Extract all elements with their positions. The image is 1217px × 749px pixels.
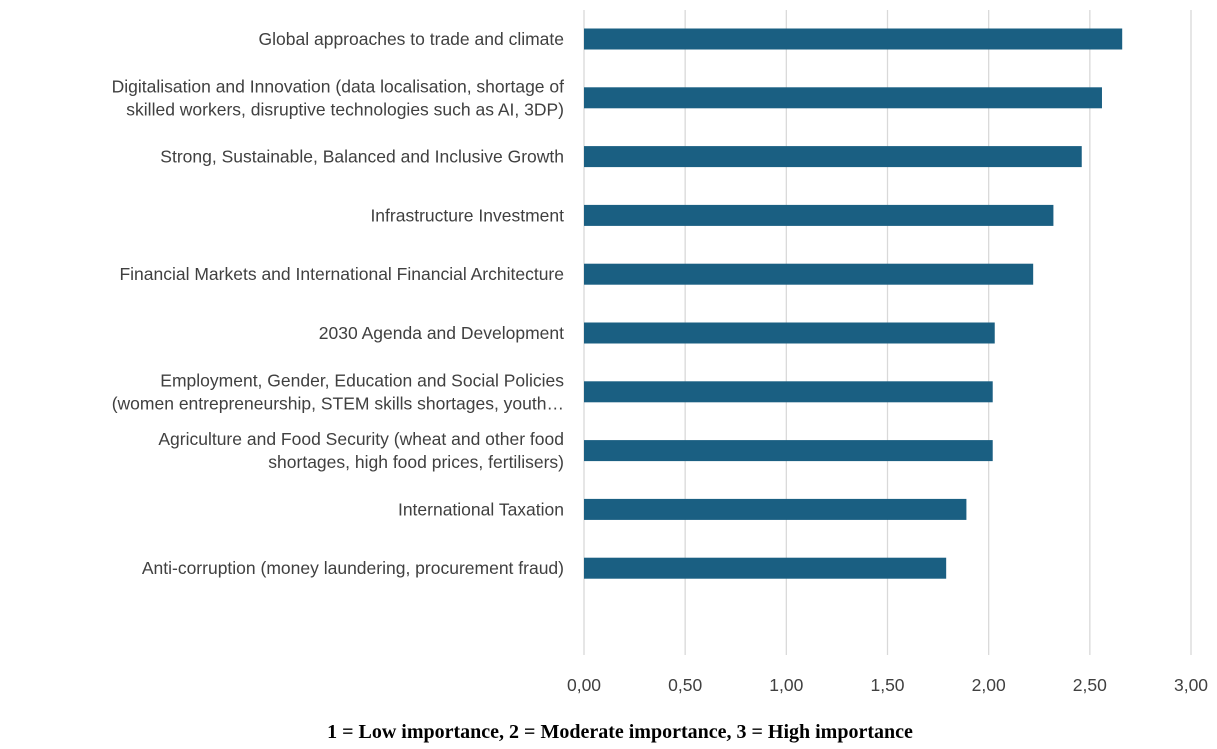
x-axis-ticks: 0,00 0,50 1,00 1,50 2,00 2,50 3,00 (567, 675, 1208, 695)
bar (584, 557, 947, 579)
category-label: Strong, Sustainable, Balanced and Inclus… (160, 147, 564, 167)
category-labels: Global approaches to trade and climateDi… (112, 29, 565, 578)
category-label-line: shortages, high food prices, fertilisers… (268, 452, 564, 472)
category-label-line: Digitalisation and Innovation (data loca… (112, 76, 565, 96)
x-axis-label: 1 = Low importance, 2 = Moderate importa… (327, 721, 913, 743)
category-label-line: skilled workers, disruptive technologies… (126, 99, 564, 119)
category-label-line: Strong, Sustainable, Balanced and Inclus… (160, 147, 564, 167)
bar (584, 204, 1054, 226)
category-label: Anti-corruption (money laundering, procu… (142, 558, 564, 578)
category-label-line: Anti-corruption (money laundering, procu… (142, 558, 564, 578)
category-label: Infrastructure Investment (370, 205, 564, 225)
x-tick-label: 2,00 (972, 675, 1006, 695)
category-label: 2030 Agenda and Development (319, 323, 564, 343)
bar (584, 263, 1034, 285)
bar-layer (584, 28, 1123, 579)
x-tick-label: 0,50 (668, 675, 702, 695)
bar (584, 322, 995, 344)
x-tick-label: 1,50 (870, 675, 904, 695)
category-label-line: (women entrepreneurship, STEM skills sho… (112, 393, 564, 413)
category-label: Digitalisation and Innovation (data loca… (112, 76, 565, 119)
category-label-line: International Taxation (398, 499, 564, 519)
bar (584, 381, 993, 403)
x-tick-label: 1,00 (769, 675, 803, 695)
category-label-line: 2030 Agenda and Development (319, 323, 564, 343)
bar (584, 498, 967, 520)
category-label-line: Agriculture and Food Security (wheat and… (158, 429, 564, 449)
bar (584, 146, 1082, 168)
category-label: International Taxation (398, 499, 564, 519)
category-label-line: Financial Markets and International Fina… (119, 264, 564, 284)
category-label: Global approaches to trade and climate (259, 29, 564, 49)
x-tick-label: 0,00 (567, 675, 601, 695)
category-label: Financial Markets and International Fina… (119, 264, 564, 284)
category-label-line: Infrastructure Investment (370, 205, 564, 225)
category-label: Agriculture and Food Security (wheat and… (158, 429, 564, 472)
x-tick-label: 2,50 (1073, 675, 1107, 695)
x-tick-label: 3,00 (1174, 675, 1208, 695)
category-label-line: Global approaches to trade and climate (259, 29, 564, 49)
category-label: Employment, Gender, Education and Social… (112, 370, 565, 413)
bar (584, 440, 993, 462)
bar (584, 28, 1123, 50)
bar (584, 87, 1102, 109)
category-label-line: Employment, Gender, Education and Social… (160, 370, 564, 390)
